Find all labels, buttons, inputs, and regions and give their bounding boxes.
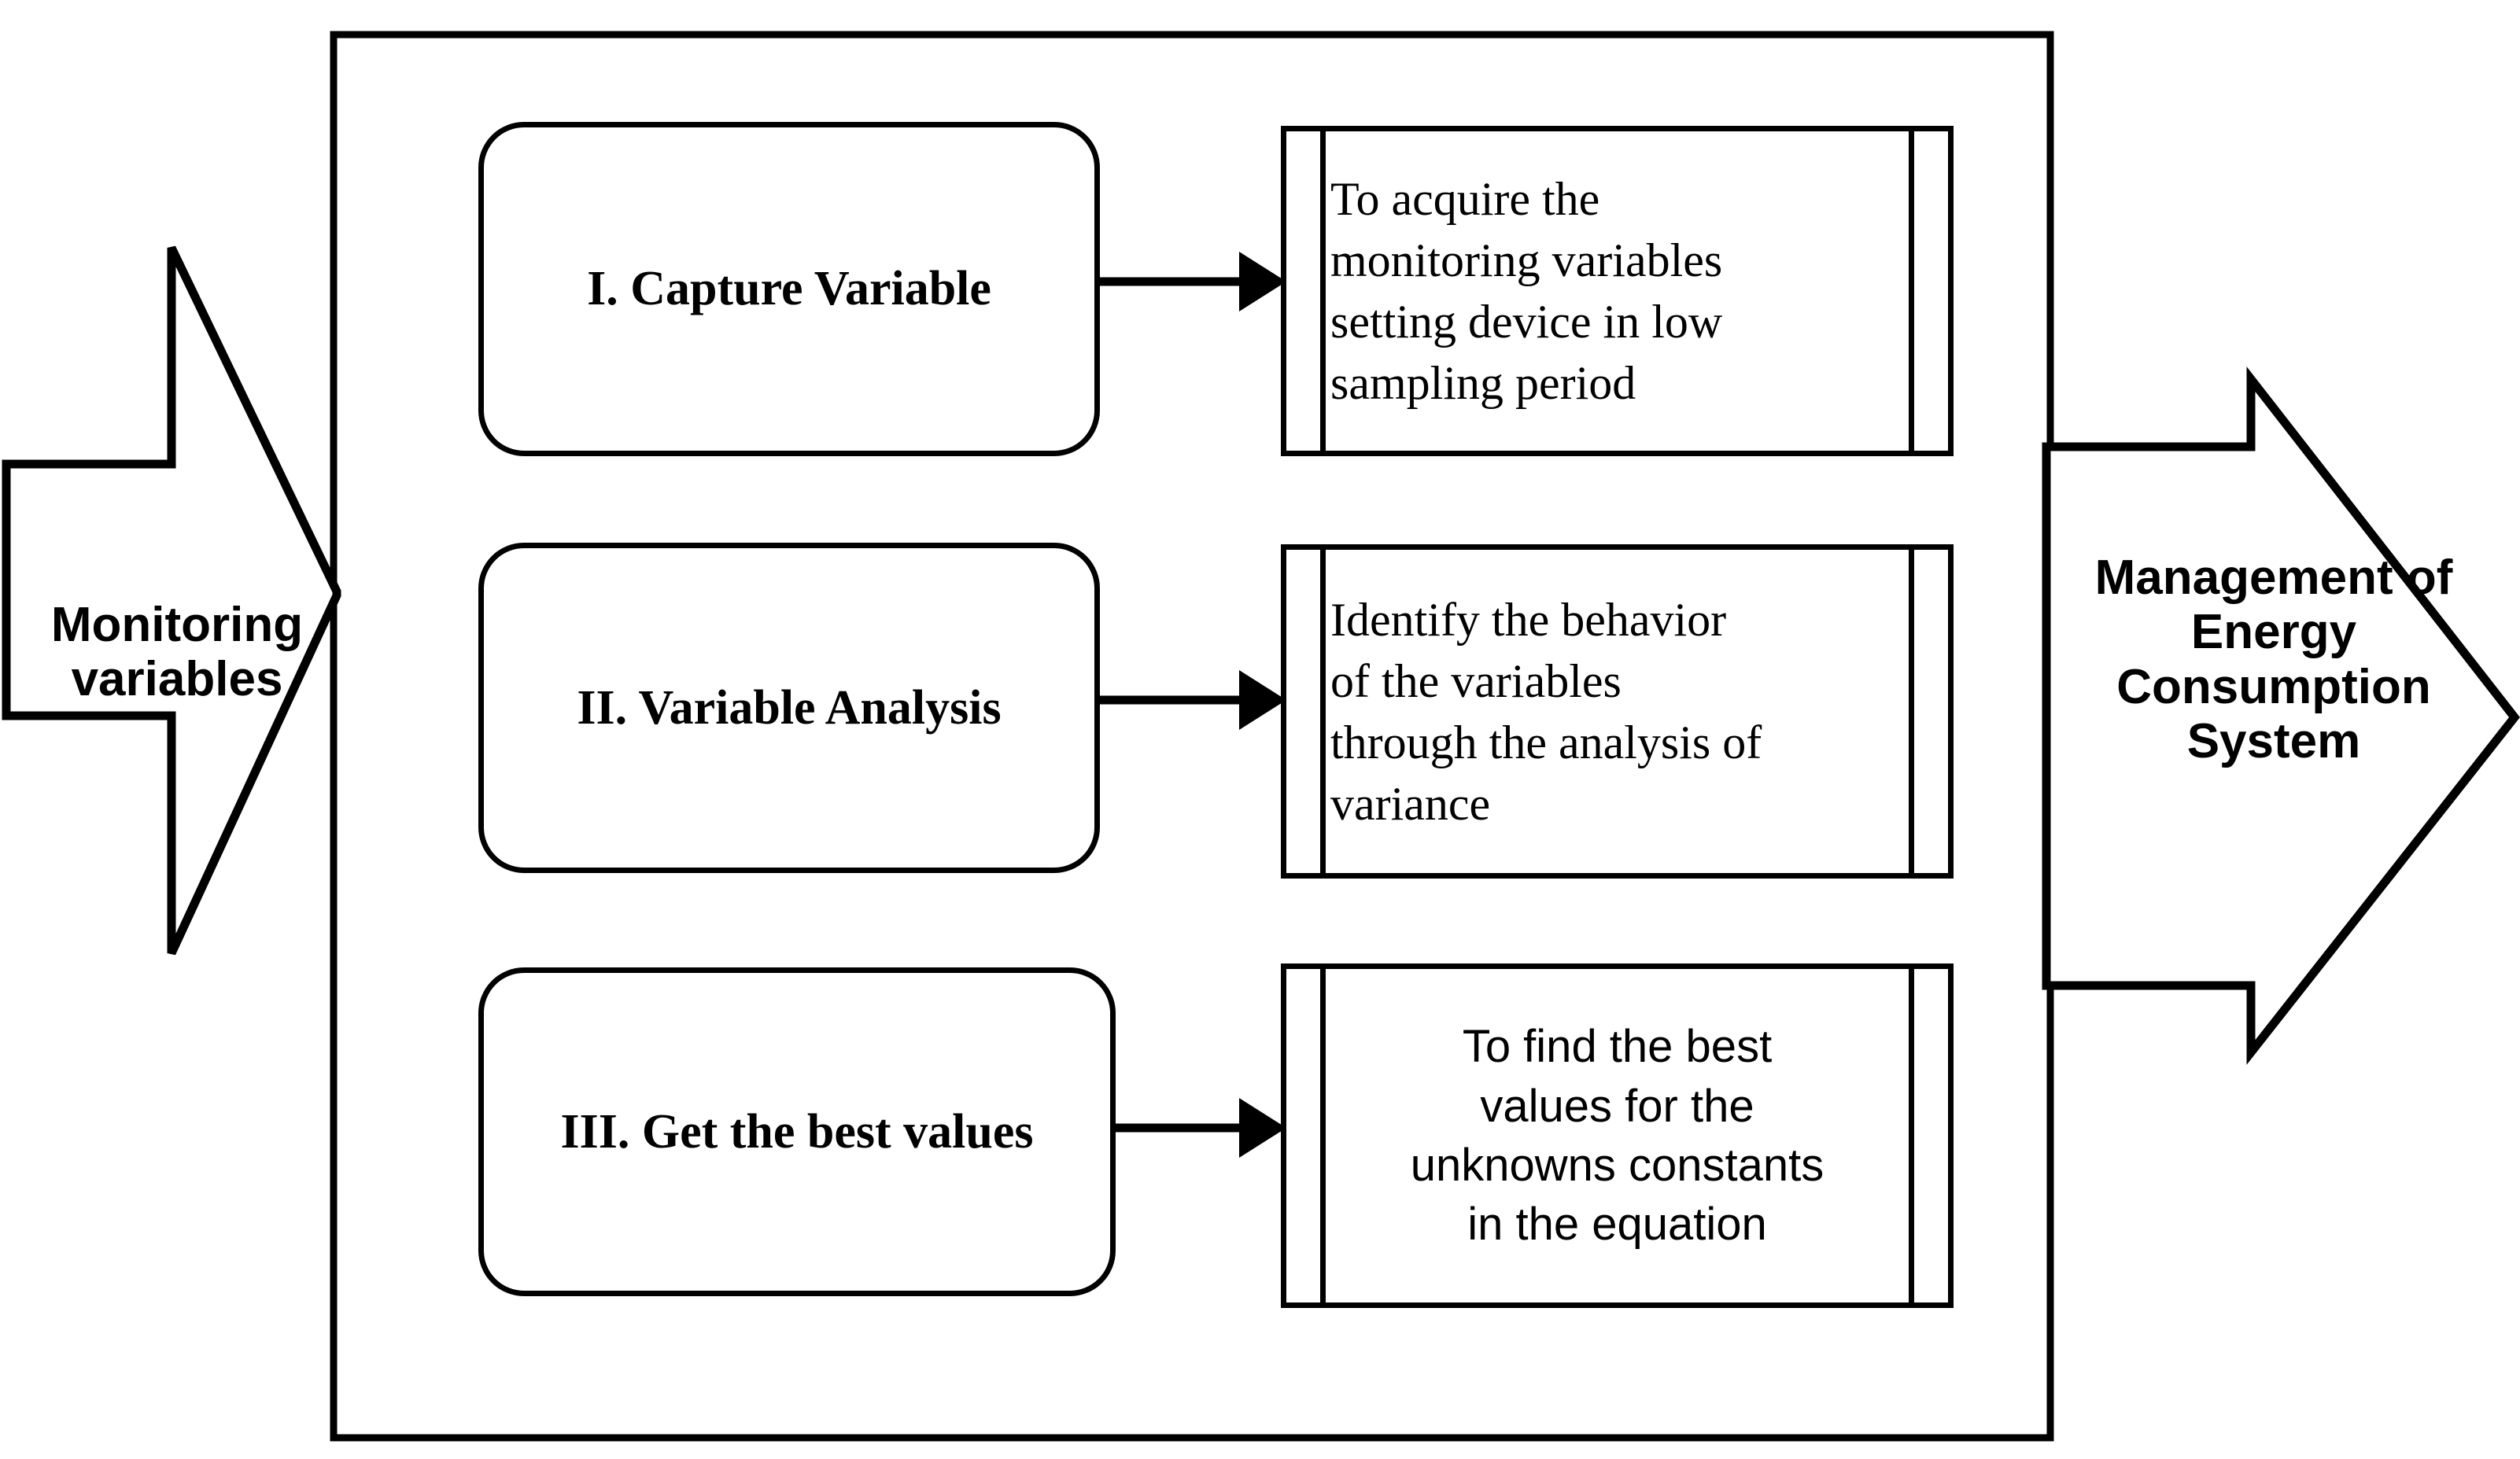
stage-box-1[interactable]: I. Capture Variable: [478, 122, 1100, 456]
description-box-2[interactable]: Identify the behavior of the variables t…: [1281, 544, 1954, 879]
description-box-3[interactable]: To find the best values for the unknowns…: [1281, 963, 1954, 1308]
output-arrow-shape: [2042, 366, 2520, 1065]
stage-label-2: II. Variable Analysis: [577, 680, 1002, 735]
output-arrow-label-line4: System: [2186, 714, 2361, 769]
description-line: Identify the behavior: [1330, 593, 1727, 646]
description-text-2: Identify the behavior of the variables t…: [1330, 589, 1904, 835]
description-line: in the equation: [1467, 1199, 1767, 1251]
description-line: of the variables: [1330, 654, 1622, 707]
output-arrow-label-line2: Energy: [2190, 605, 2357, 660]
description-box-1[interactable]: To acquire the monitoring variables sett…: [1281, 126, 1954, 456]
connector-arrow-1: [1100, 252, 1286, 311]
description-text-1: To acquire the monitoring variables sett…: [1330, 168, 1904, 414]
predefined-process-bar-left: [1320, 969, 1326, 1302]
predefined-process-bar-right: [1909, 550, 1914, 873]
output-arrow-label-line1: Management of: [2094, 551, 2453, 605]
description-line: through the analysis of: [1330, 716, 1762, 768]
description-line: sampling period: [1330, 357, 1636, 409]
description-line: unknowns constants: [1410, 1140, 1825, 1191]
description-line: variance: [1330, 777, 1491, 830]
connector-arrow-3: [1116, 1098, 1286, 1158]
output-arrow-label-line3: Consumption: [2116, 659, 2431, 714]
input-arrow-shape: [2, 245, 341, 956]
predefined-process-bar-left: [1320, 550, 1326, 873]
description-text-3: To find the best values for the unknowns…: [1330, 1017, 1904, 1255]
stage-box-3[interactable]: III. Get the best values: [478, 967, 1116, 1296]
input-arrow-label-line1: Monitoring: [50, 598, 304, 652]
description-line: To acquire the: [1330, 173, 1600, 225]
predefined-process-bar-left: [1320, 131, 1326, 451]
stage-label-3: III. Get the best values: [560, 1104, 1034, 1159]
description-line: values for the: [1480, 1080, 1754, 1132]
connector-arrow-2: [1100, 670, 1286, 730]
description-line: To find the best: [1462, 1021, 1773, 1073]
stage-box-2[interactable]: II. Variable Analysis: [478, 543, 1100, 873]
input-arrow-label-line2: variables: [71, 652, 283, 707]
description-line: setting device in low: [1330, 296, 1723, 348]
description-line: monitoring variables: [1330, 234, 1723, 286]
predefined-process-bar-right: [1909, 969, 1914, 1302]
stage-label-1: I. Capture Variable: [587, 262, 991, 316]
predefined-process-bar-right: [1909, 131, 1914, 451]
input-arrow-label: Monitoring variables: [24, 598, 330, 707]
output-arrow-label: Management of Energy Consumption System: [2069, 551, 2478, 769]
